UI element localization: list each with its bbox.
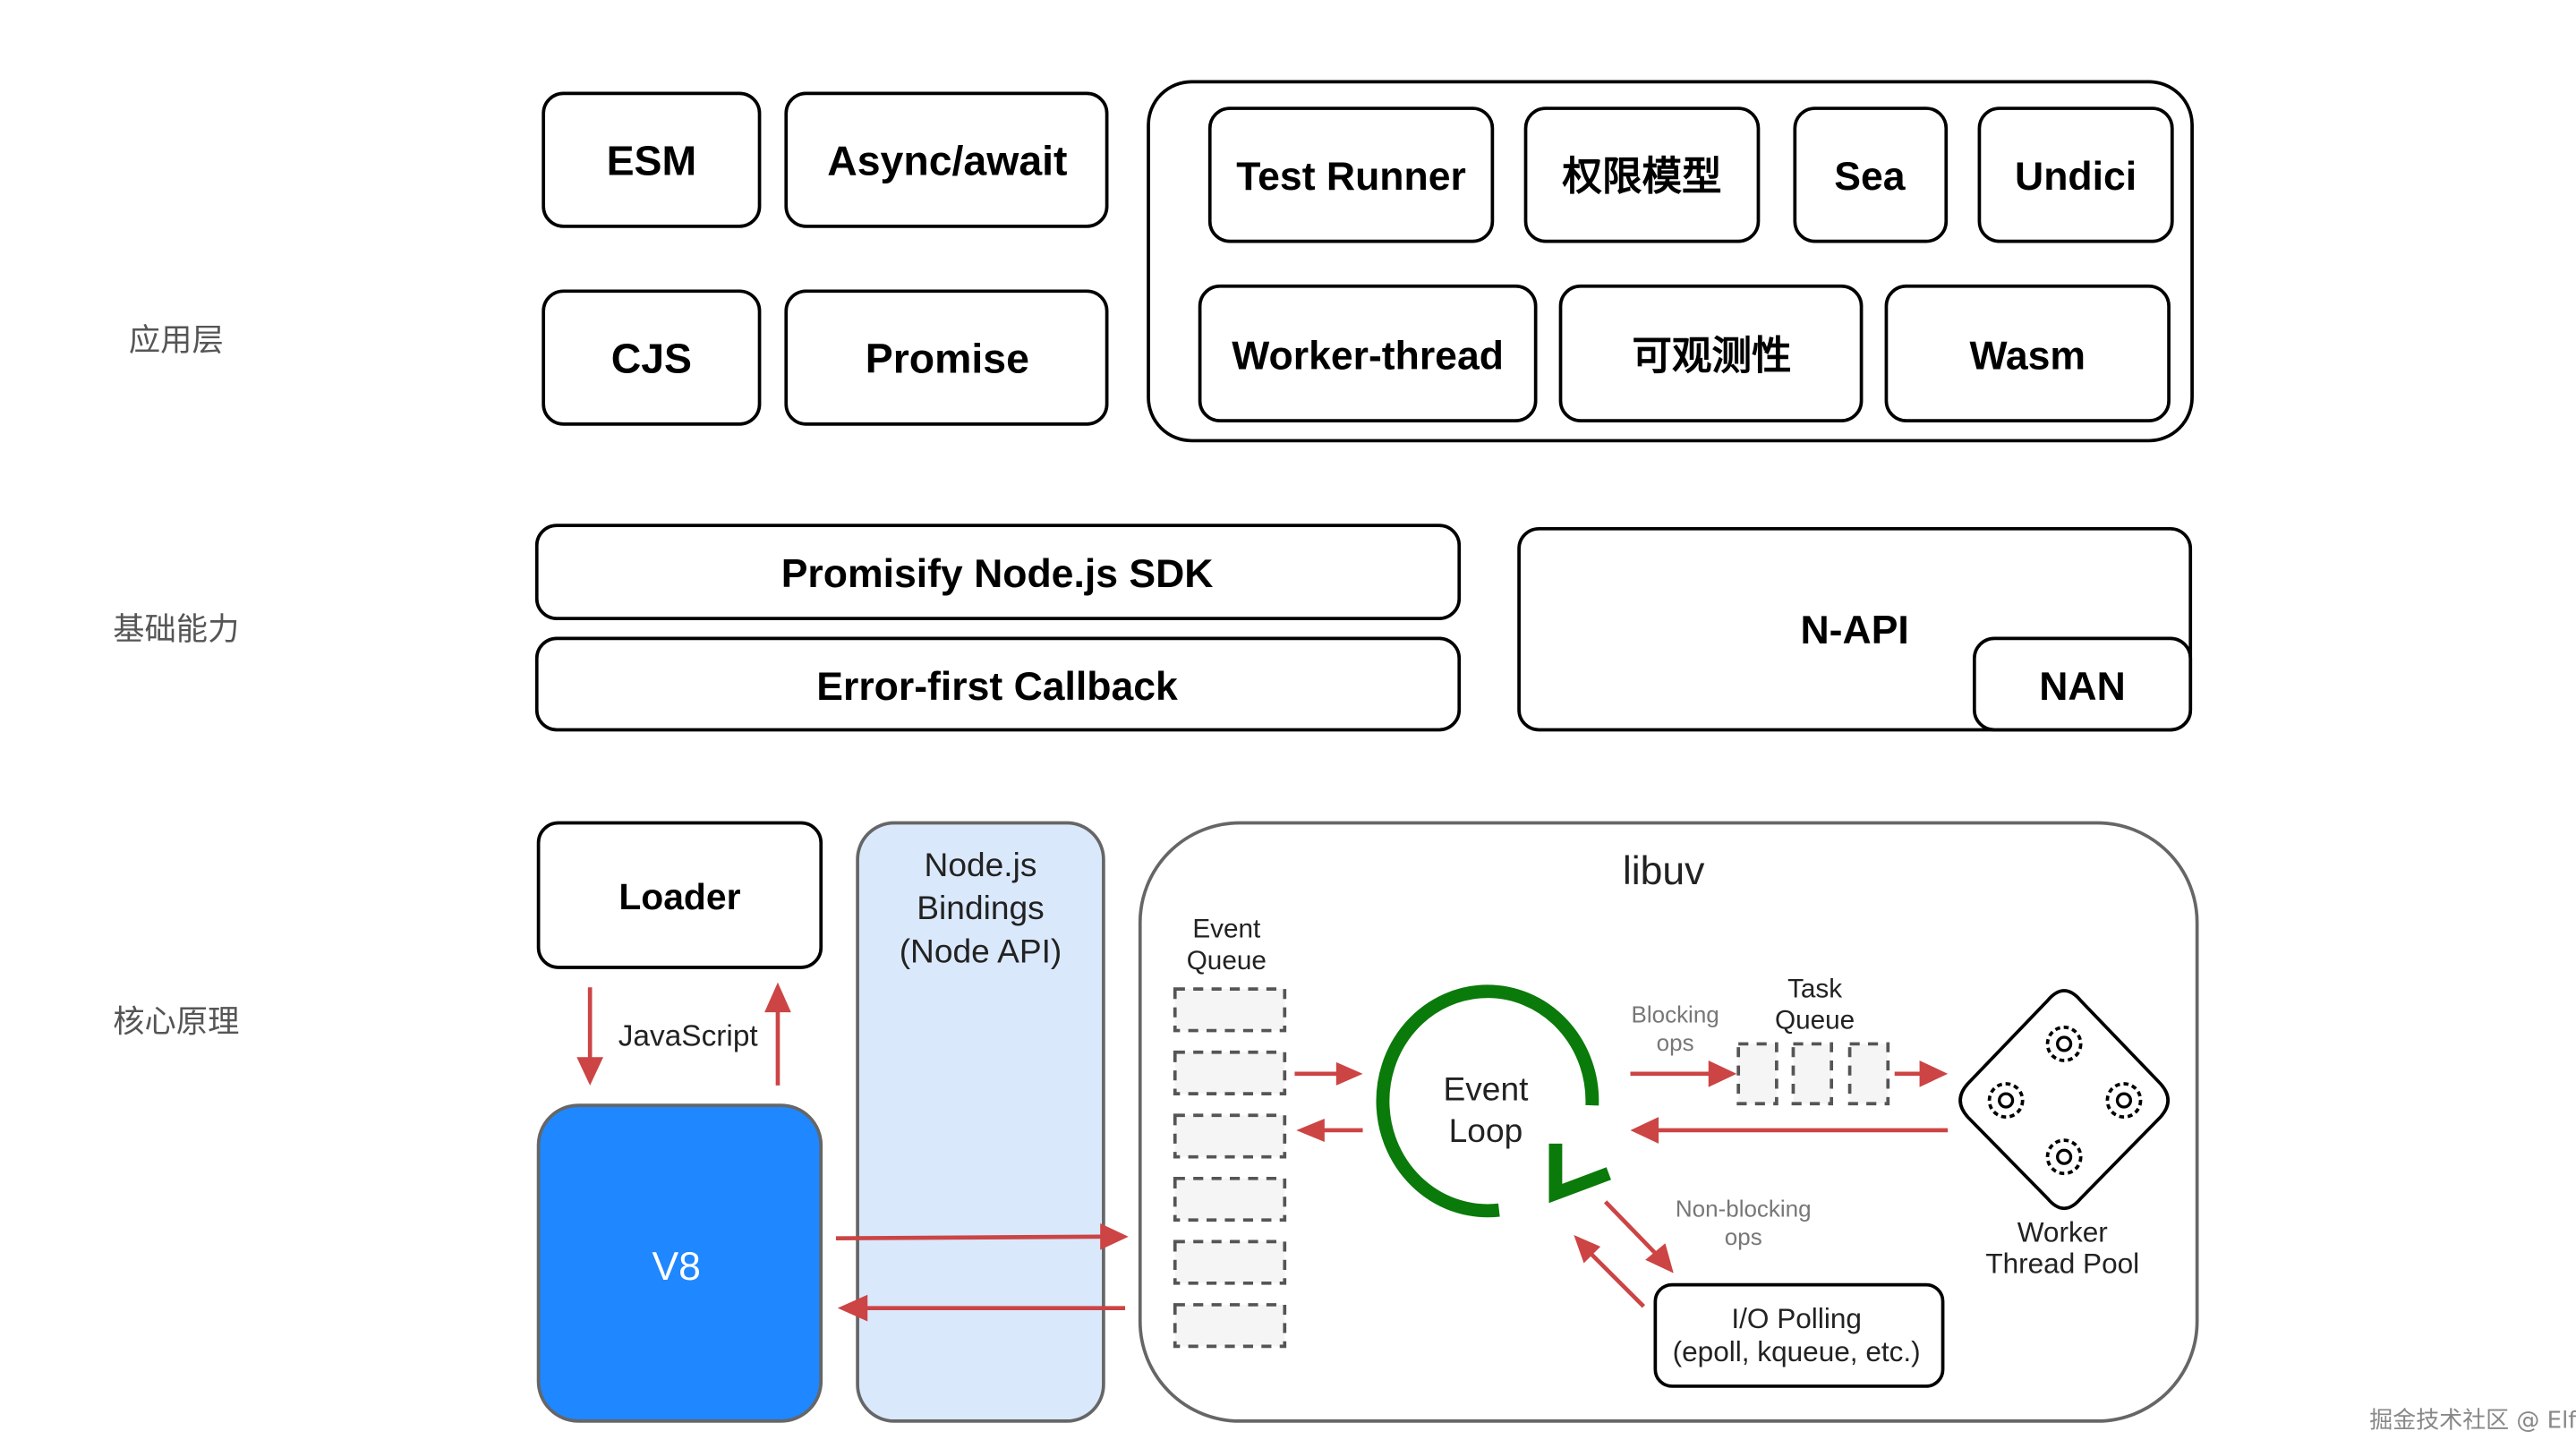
bindings-label-line1: Node.js	[925, 846, 1037, 883]
arrow-loop-to-queue	[1296, 1118, 1363, 1142]
arrow-io-to-loop	[1574, 1234, 1645, 1308]
arrow-v8-to-libuv	[835, 1222, 1129, 1250]
libuv-container	[1138, 821, 2199, 1423]
box-observability: 可观测性	[1558, 284, 1864, 422]
box-test-runner-label: Test Runner	[1236, 155, 1466, 199]
box-loader-label: Loader	[618, 876, 740, 917]
worker-thread-pool-icon	[1958, 989, 2171, 1211]
box-callback-label: Error-first Callback	[816, 665, 1178, 709]
arrow-loop-to-task-queue	[1630, 1060, 1737, 1087]
box-sea-label: Sea	[1834, 155, 1906, 199]
io-polling-label-line2: (epoll, kqueue, etc.)	[1673, 1335, 1921, 1367]
bindings-label-line2: Bindings	[917, 889, 1044, 926]
layer-label-app: 应用层	[129, 322, 224, 359]
box-nan: NAN	[1972, 636, 2193, 732]
event-queue-label-line1: Event	[1192, 915, 1261, 944]
box-v8: V8	[536, 1103, 823, 1423]
gear-icon	[2045, 1138, 2083, 1176]
box-undici: Undici	[1977, 106, 2174, 243]
box-sea: Sea	[1793, 106, 1949, 243]
box-esm: ESM	[542, 91, 762, 228]
box-loader: Loader	[536, 821, 823, 969]
box-cjs: CJS	[542, 289, 762, 426]
gear-icon	[2105, 1082, 2143, 1119]
box-v8-label: V8	[652, 1245, 701, 1289]
layer-label-core: 核心原理	[113, 1003, 239, 1040]
event-queue-slot	[1173, 987, 1287, 1033]
blocking-ops-label-line1: Blocking	[1632, 1001, 1719, 1027]
watermark: 掘金技术社区 @ Elf	[2369, 1407, 2576, 1434]
box-observability-label: 可观测性	[1632, 335, 1791, 379]
gear-icon	[1987, 1082, 2025, 1119]
task-queue	[1736, 1042, 1890, 1106]
box-promise: Promise	[784, 289, 1109, 426]
box-promise-label: Promise	[866, 335, 1029, 381]
event-loop-label-line1: Event	[1443, 1070, 1529, 1108]
event-queue-slot	[1173, 1113, 1287, 1159]
box-worker-thread: Worker-thread	[1198, 284, 1538, 422]
arrow-pool-to-loop	[1630, 1117, 1949, 1144]
event-loop-icon	[1376, 984, 1611, 1218]
box-undici-label: Undici	[2015, 155, 2137, 199]
task-queue-slot	[1847, 1042, 1890, 1106]
blocking-ops-label-line2: ops	[1657, 1029, 1694, 1056]
box-wasm-label: Wasm	[1969, 335, 2086, 379]
libuv-title: libuv	[1623, 849, 1705, 893]
box-async-await-label: Async/await	[827, 137, 1067, 183]
arrow-v8-to-loader	[764, 982, 791, 1086]
event-queue	[1173, 987, 1287, 1349]
task-queue-label-line1: Task	[1787, 974, 1842, 1003]
task-queue-slot	[1736, 1042, 1778, 1106]
box-worker-thread-label: Worker-thread	[1232, 335, 1504, 379]
box-io-polling: I/O Polling (epoll, kqueue, etc.)	[1653, 1282, 1945, 1388]
event-queue-slot	[1173, 1176, 1287, 1222]
box-promisify-label: Promisify Node.js SDK	[781, 552, 1214, 596]
arrow-queue-to-loop	[1294, 1061, 1363, 1086]
box-promisify-sdk: Promisify Node.js SDK	[534, 524, 1462, 620]
arrow-libuv-to-v8	[837, 1294, 1126, 1322]
event-queue-label-line2: Queue	[1187, 946, 1267, 975]
arrow-loop-to-io	[1603, 1200, 1674, 1273]
box-nodejs-bindings: Node.js Bindings (Node API)	[856, 821, 1105, 1423]
box-permission-model-label: 权限模型	[1561, 155, 1721, 199]
box-cjs-label: CJS	[611, 335, 692, 381]
worker-pool-label-line2: Thread Pool	[1985, 1248, 2139, 1280]
non-blocking-ops-label-line1: Non-blocking	[1676, 1196, 1812, 1222]
arrow-loader-to-v8	[576, 987, 604, 1086]
arrow-task-queue-to-pool	[1894, 1060, 1949, 1087]
box-error-first-callback: Error-first Callback	[534, 636, 1462, 732]
worker-pool-label-line1: Worker	[2017, 1215, 2108, 1248]
event-queue-slot	[1173, 1050, 1287, 1095]
gear-icon	[2045, 1026, 2083, 1062]
box-permission-model: 权限模型	[1523, 106, 1761, 243]
box-napi-label: N-API	[1801, 609, 1909, 652]
io-polling-label-line1: I/O Polling	[1731, 1302, 1862, 1334]
task-queue-slot	[1791, 1042, 1834, 1106]
box-test-runner: Test Runner	[1207, 106, 1495, 243]
box-wasm: Wasm	[1884, 284, 2171, 422]
non-blocking-ops-label-line2: ops	[1725, 1223, 1762, 1250]
javascript-label: JavaScript	[618, 1019, 759, 1052]
task-queue-label-line2: Queue	[1775, 1006, 1855, 1035]
event-queue-slot	[1173, 1239, 1287, 1285]
box-nan-label: NAN	[2039, 665, 2126, 709]
box-esm-label: ESM	[607, 137, 697, 183]
bindings-label-line3: (Node API)	[900, 932, 1062, 969]
box-async-await: Async/await	[784, 91, 1109, 228]
layer-label-base: 基础能力	[113, 611, 239, 648]
event-loop-label-line2: Loop	[1449, 1112, 1523, 1149]
event-queue-slot	[1173, 1303, 1287, 1349]
